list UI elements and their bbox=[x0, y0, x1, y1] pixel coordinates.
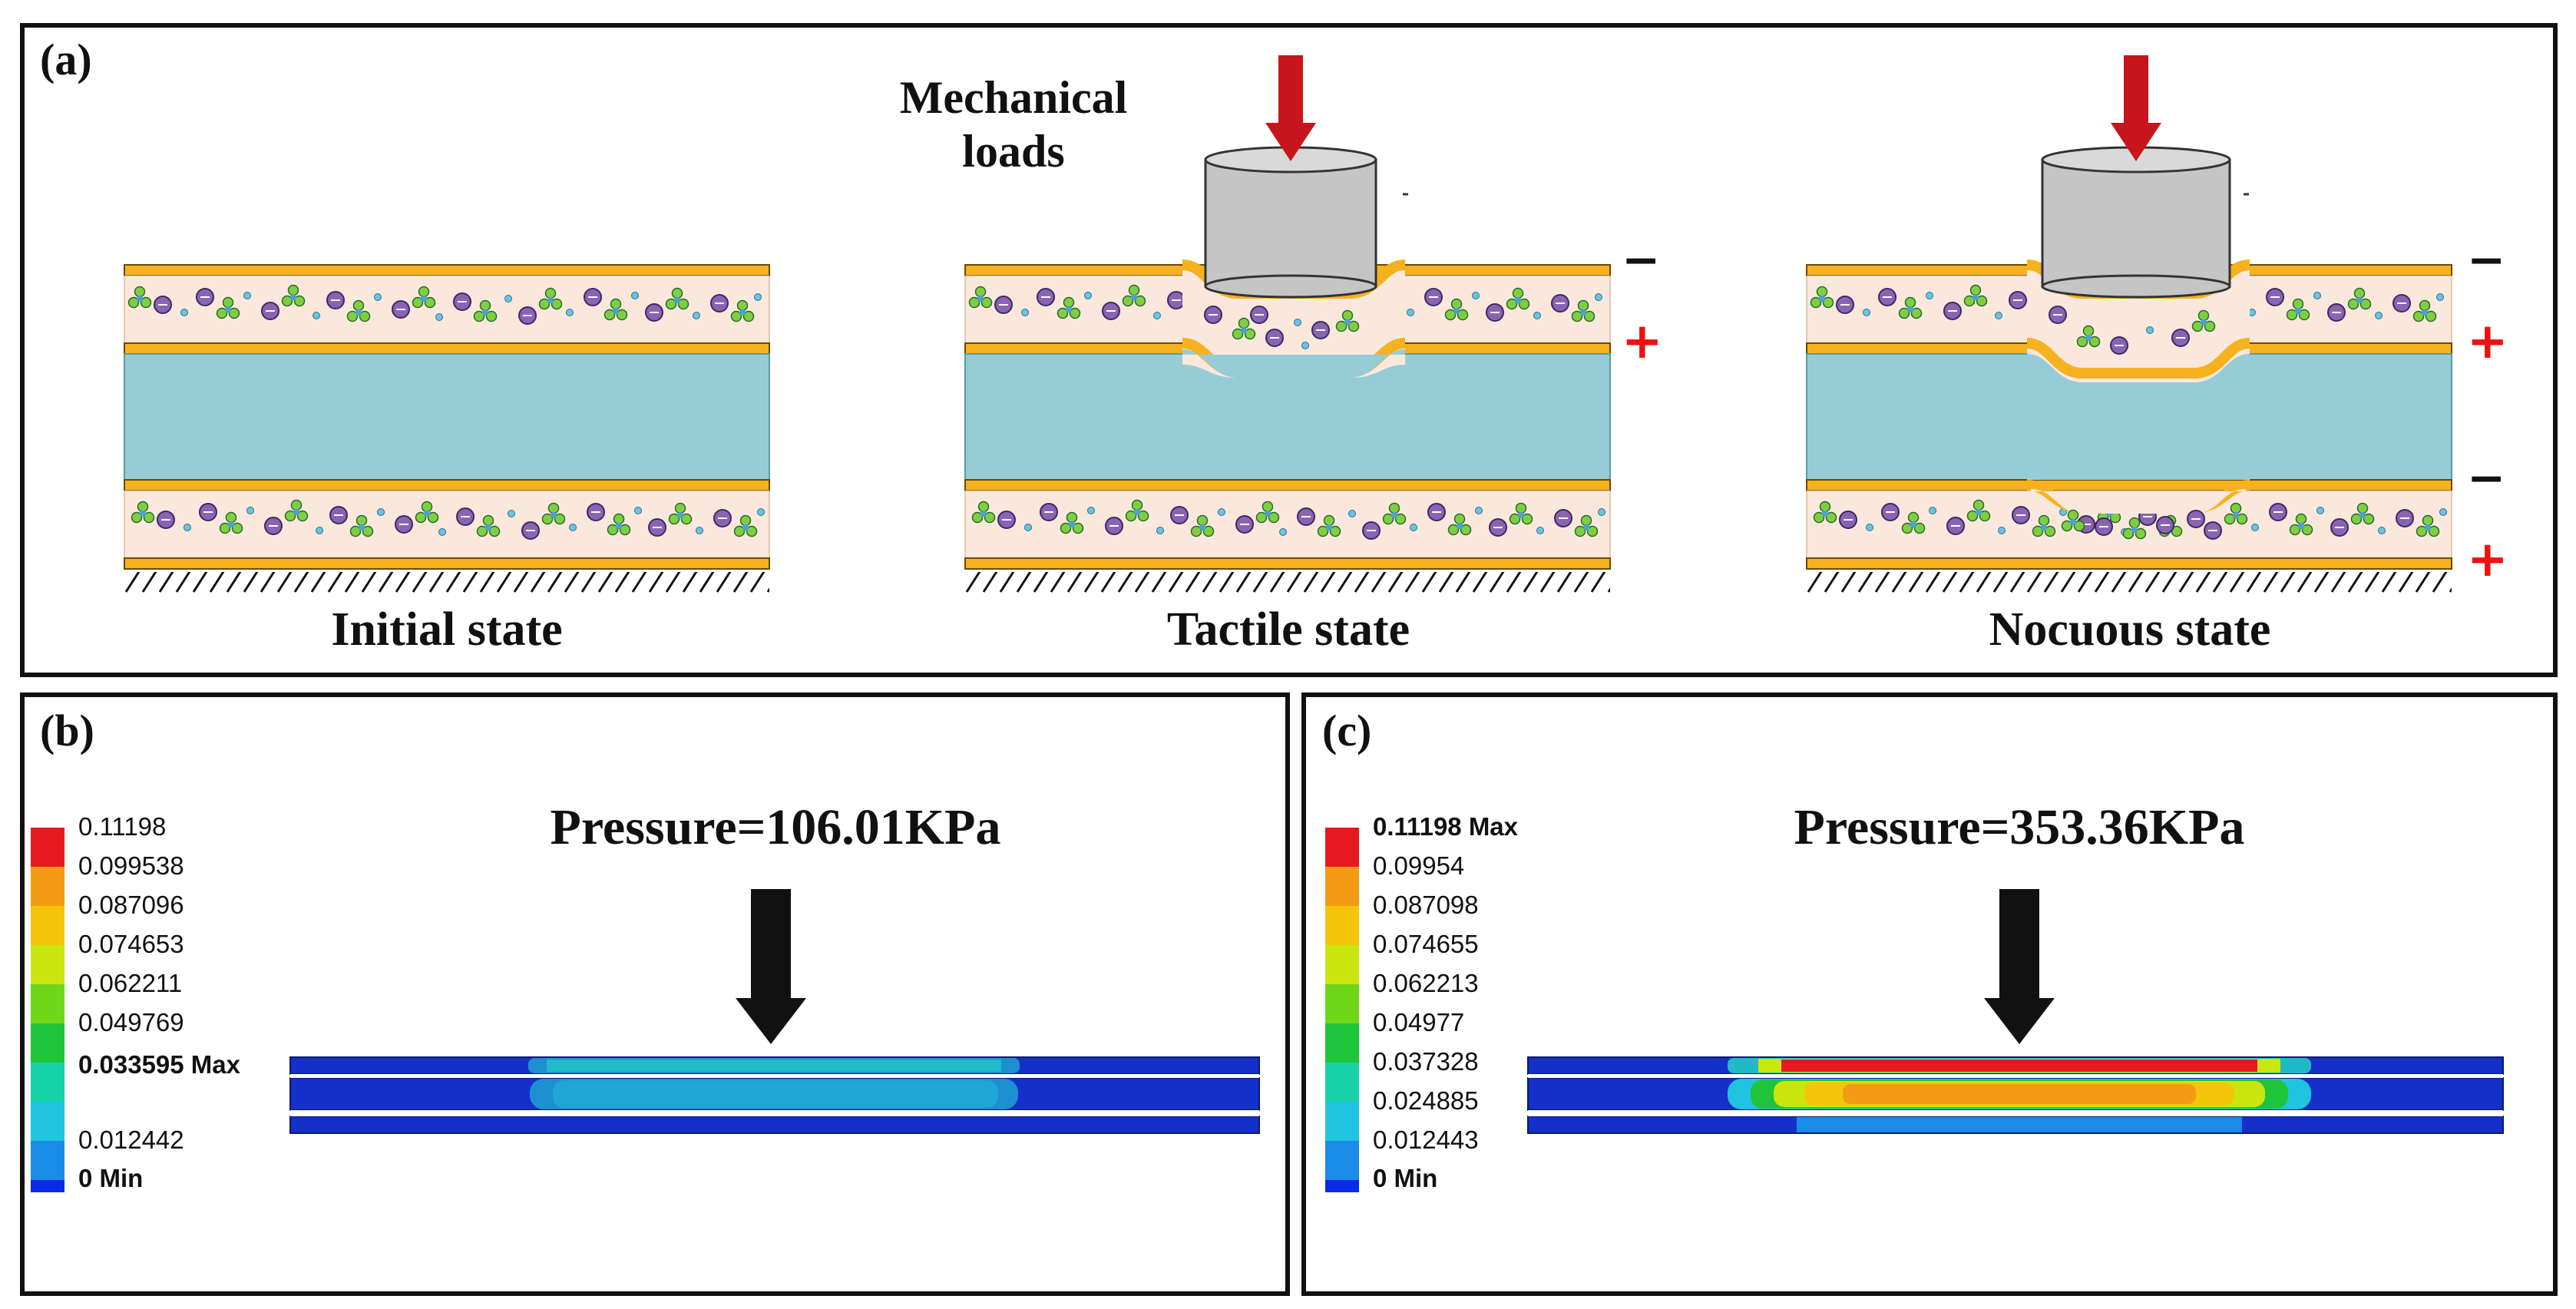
legend-b-value-min: 0 Min bbox=[78, 1164, 144, 1192]
panel-a-label: (a) bbox=[40, 35, 92, 84]
legend-c-swatch-1 bbox=[1325, 828, 1359, 867]
legend-b-value-8: 0.012442 bbox=[78, 1126, 184, 1154]
legend-b-swatch-4 bbox=[31, 945, 64, 984]
legend-b: 0.11198 0.099538 0.087096 0.074653 0.062… bbox=[31, 812, 338, 1192]
legend-b-swatch-1 bbox=[31, 828, 64, 867]
legend-b-swatch-3 bbox=[31, 906, 64, 945]
nocuous-plus-sign-top: + bbox=[2467, 313, 2508, 370]
sensor-initial-state bbox=[124, 265, 769, 595]
legend-b-swatch-7 bbox=[31, 1063, 64, 1102]
legend-b-value-3: 0.087096 bbox=[78, 891, 184, 919]
legend-c-swatch-4 bbox=[1325, 945, 1359, 984]
mechanical-loads-line2: loads bbox=[962, 126, 1065, 177]
legend-b-swatch-5 bbox=[31, 984, 64, 1023]
state-label-tactile: Tactile state bbox=[1166, 603, 1410, 656]
legend-c-value-4: 0.074655 bbox=[1373, 930, 1479, 958]
legend-b-swatch-8 bbox=[31, 1102, 64, 1141]
legend-c-swatch-3 bbox=[1325, 906, 1359, 945]
legend-c-swatch-2 bbox=[1325, 867, 1359, 906]
legend-c-swatch-10 bbox=[1325, 1180, 1359, 1192]
sensor-nocuous-state bbox=[1807, 55, 2452, 595]
fea-model-b bbox=[289, 889, 1260, 1134]
legend-c-value-8: 0.024885 bbox=[1373, 1086, 1479, 1115]
panel-b-frame bbox=[20, 693, 1290, 1296]
nocuous-plus-sign-bottom: + bbox=[2467, 531, 2508, 588]
state-label-nocuous: Nocuous state bbox=[1989, 603, 2271, 656]
legend-c-value-3: 0.087098 bbox=[1373, 891, 1479, 919]
legend-b-value-max: 0.033595 Max bbox=[78, 1050, 241, 1079]
legend-b-value-6: 0.049769 bbox=[78, 1008, 184, 1036]
legend-c-value-9: 0.012443 bbox=[1373, 1126, 1479, 1154]
legend-b-swatch-9 bbox=[31, 1141, 64, 1180]
mechanical-loads-line1: Mechanical bbox=[899, 72, 1128, 123]
nocuous-minus-sign-top: − bbox=[2467, 233, 2506, 287]
tactile-plus-sign: + bbox=[1622, 313, 1663, 370]
panel-c-frame bbox=[1301, 693, 2558, 1296]
panel-c-label: (c) bbox=[1322, 706, 1372, 755]
legend-c-value-5: 0.062213 bbox=[1373, 969, 1479, 997]
legend-b-value-1: 0.11198 bbox=[78, 812, 167, 841]
panel-b-label: (b) bbox=[40, 706, 94, 755]
legend-b-value-4: 0.074653 bbox=[78, 930, 184, 958]
fea-model-c bbox=[1527, 889, 2504, 1134]
state-label-initial: Initial state bbox=[331, 603, 563, 656]
legend-c: 0.11198 Max 0.09954 0.087098 0.074655 0.… bbox=[1325, 812, 1632, 1192]
legend-c-value-max: 0.11198 Max bbox=[1373, 812, 1519, 841]
legend-b-swatch-10 bbox=[31, 1180, 64, 1192]
legend-b-value-2: 0.099538 bbox=[78, 851, 184, 880]
legend-c-swatch-8 bbox=[1325, 1102, 1359, 1141]
legend-c-value-6: 0.04977 bbox=[1373, 1008, 1465, 1036]
pressure-label-c: Pressure=353.36KPa bbox=[1794, 799, 2245, 855]
pressure-label-b: Pressure=106.01KPa bbox=[550, 799, 1001, 855]
legend-c-value-min: 0 Min bbox=[1373, 1164, 1438, 1192]
tactile-minus-sign: − bbox=[1622, 233, 1661, 287]
legend-b-swatch-6 bbox=[31, 1023, 64, 1063]
legend-c-swatch-6 bbox=[1325, 1023, 1359, 1063]
legend-b-swatch-2 bbox=[31, 867, 64, 906]
legend-c-swatch-5 bbox=[1325, 984, 1359, 1023]
legend-c-swatch-7 bbox=[1325, 1063, 1359, 1102]
legend-b-value-5: 0.062211 bbox=[78, 969, 183, 997]
legend-c-value-7: 0.037328 bbox=[1373, 1047, 1479, 1076]
nocuous-minus-sign-bottom: − bbox=[2467, 451, 2506, 505]
legend-c-swatch-9 bbox=[1325, 1141, 1359, 1180]
legend-c-value-2: 0.09954 bbox=[1373, 851, 1465, 880]
sensor-tactile-state bbox=[965, 55, 1610, 595]
mechanical-loads-label: Mechanical loads bbox=[868, 71, 1159, 178]
